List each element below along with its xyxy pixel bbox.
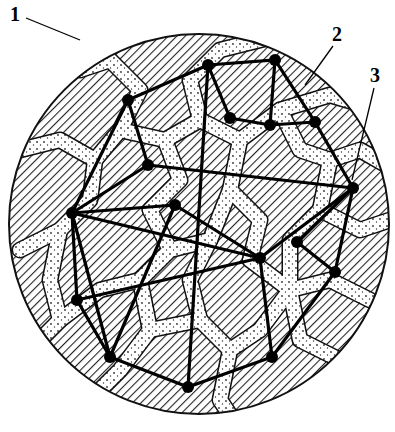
bond-network bbox=[72, 60, 353, 387]
callout-number: 1 bbox=[10, 4, 20, 24]
callout-number: 3 bbox=[370, 65, 380, 85]
leader-lines bbox=[26, 18, 374, 180]
callout-number: 2 bbox=[332, 24, 342, 44]
sample-outline bbox=[9, 34, 389, 414]
network-nodes bbox=[66, 54, 359, 393]
